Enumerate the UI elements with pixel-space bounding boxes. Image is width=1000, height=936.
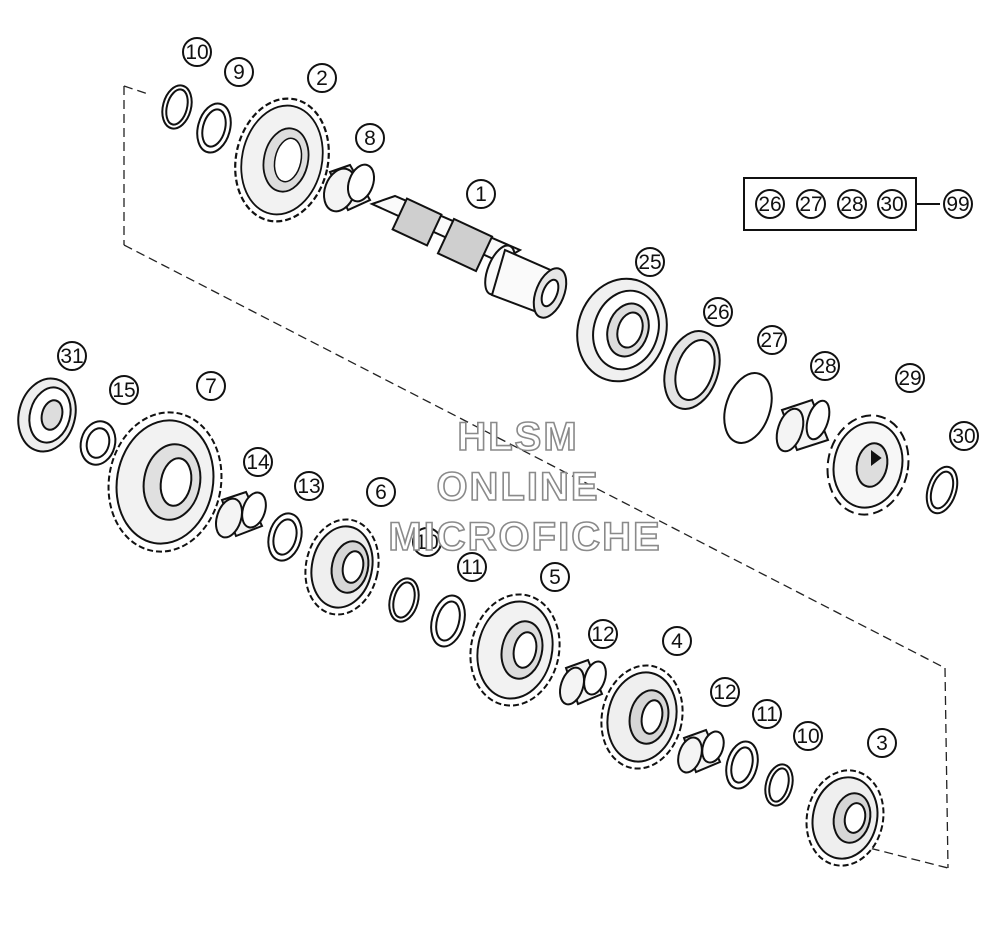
svg-text:8: 8	[364, 127, 376, 150]
bushing-part-14	[215, 490, 267, 539]
svg-text:1: 1	[475, 183, 487, 206]
svg-text:4: 4	[671, 630, 683, 653]
callout-4: 4	[662, 626, 692, 656]
svg-text:28: 28	[840, 193, 863, 216]
callout-26: 26	[703, 297, 733, 327]
gear-part-3	[805, 769, 885, 867]
svg-text:31: 31	[60, 345, 83, 368]
svg-text:2: 2	[316, 67, 328, 90]
bushing-part-8	[323, 163, 376, 213]
callout-31: 31	[57, 341, 87, 371]
svg-text:3: 3	[876, 732, 888, 755]
svg-text:10: 10	[185, 41, 208, 64]
seal-part-26	[663, 330, 721, 410]
circlip-part-30	[925, 465, 959, 515]
svg-text:30: 30	[880, 193, 903, 216]
gear-part-4	[600, 664, 684, 770]
bushing-part-12-middle	[559, 658, 607, 706]
svg-text:26: 26	[758, 193, 781, 216]
svg-text:27: 27	[799, 193, 822, 216]
svg-text:5: 5	[549, 566, 561, 589]
callout-10-top: 10	[182, 37, 212, 67]
svg-text:27: 27	[760, 329, 783, 352]
circlip-part-10-middle	[388, 577, 420, 623]
callout-12-middle: 12	[588, 619, 618, 649]
kit-callout-30: 30	[877, 189, 907, 219]
callout-7: 7	[196, 371, 226, 401]
callout-28: 28	[810, 351, 840, 381]
kit-callout-26: 26	[755, 189, 785, 219]
o-ring-part-27	[723, 372, 773, 444]
gear-part-2	[234, 97, 330, 223]
callout-29: 29	[895, 363, 925, 393]
svg-text:7: 7	[205, 375, 217, 398]
callout-6: 6	[366, 477, 396, 507]
kit-callout-99: 99	[943, 189, 973, 219]
callout-25: 25	[635, 247, 665, 277]
main-shaft-part-1	[369, 194, 568, 319]
svg-text:28: 28	[813, 355, 836, 378]
callout-14: 14	[243, 447, 273, 477]
bushing-part-12-lower	[677, 728, 725, 774]
svg-text:12: 12	[713, 681, 736, 704]
callout-2: 2	[307, 63, 337, 93]
bearing-part-31	[17, 377, 77, 453]
washer-part-11-middle	[430, 594, 466, 648]
callout-8: 8	[355, 123, 385, 153]
callout-30: 30	[949, 421, 979, 451]
svg-text:26: 26	[706, 301, 729, 324]
watermark: HLSM ONLINE MICROFICHE	[388, 414, 661, 560]
callout-3: 3	[867, 728, 897, 758]
svg-text:6: 6	[375, 481, 387, 504]
watermark-line-2: ONLINE	[436, 465, 599, 509]
callout-27: 27	[757, 325, 787, 355]
callout-11-lower: 11	[752, 699, 782, 729]
svg-text:25: 25	[638, 251, 661, 274]
callout-5: 5	[540, 562, 570, 592]
kit-callout-27: 27	[796, 189, 826, 219]
callout-11-middle: 11	[457, 552, 487, 582]
svg-text:11: 11	[756, 703, 778, 726]
circlip-part-10-top	[161, 84, 193, 130]
bearing-part-25	[576, 277, 668, 383]
callout-10-middle: 10	[412, 527, 442, 557]
svg-text:12: 12	[591, 623, 614, 646]
watermark-line-3: MICROFICHE	[388, 515, 661, 559]
svg-text:13: 13	[297, 475, 320, 498]
watermark-line-1: HLSM	[457, 415, 578, 459]
svg-text:14: 14	[246, 451, 270, 474]
gear-part-7	[107, 411, 223, 553]
callout-10-lower: 10	[793, 721, 823, 751]
kit-callout-28: 28	[837, 189, 867, 219]
svg-text:9: 9	[233, 61, 245, 84]
callout-9: 9	[224, 57, 254, 87]
svg-text:11: 11	[461, 556, 483, 579]
callout-1: 1	[466, 179, 496, 209]
kit-box	[743, 177, 940, 231]
gear-part-5	[469, 593, 561, 707]
callout-12-lower: 12	[710, 677, 740, 707]
callouts: 10 9 2 8 1 25 26 27 28 29 30 31 15 7 14 …	[57, 37, 979, 758]
svg-text:10: 10	[796, 725, 819, 748]
washer-part-13	[267, 512, 303, 562]
callout-13: 13	[294, 471, 324, 501]
svg-text:30: 30	[952, 425, 975, 448]
svg-text:99: 99	[946, 193, 969, 216]
bushing-part-28	[775, 398, 831, 453]
sprocket-part-29	[826, 414, 910, 516]
gear-part-6	[304, 518, 380, 616]
circlip-part-10-lower	[764, 763, 794, 807]
svg-text:29: 29	[898, 367, 921, 390]
washer-part-11-lower	[725, 740, 759, 790]
washer-part-15	[79, 420, 117, 466]
svg-text:15: 15	[112, 379, 135, 402]
callout-15: 15	[109, 375, 139, 405]
washer-part-9	[196, 102, 232, 154]
svg-text:10: 10	[415, 531, 438, 554]
